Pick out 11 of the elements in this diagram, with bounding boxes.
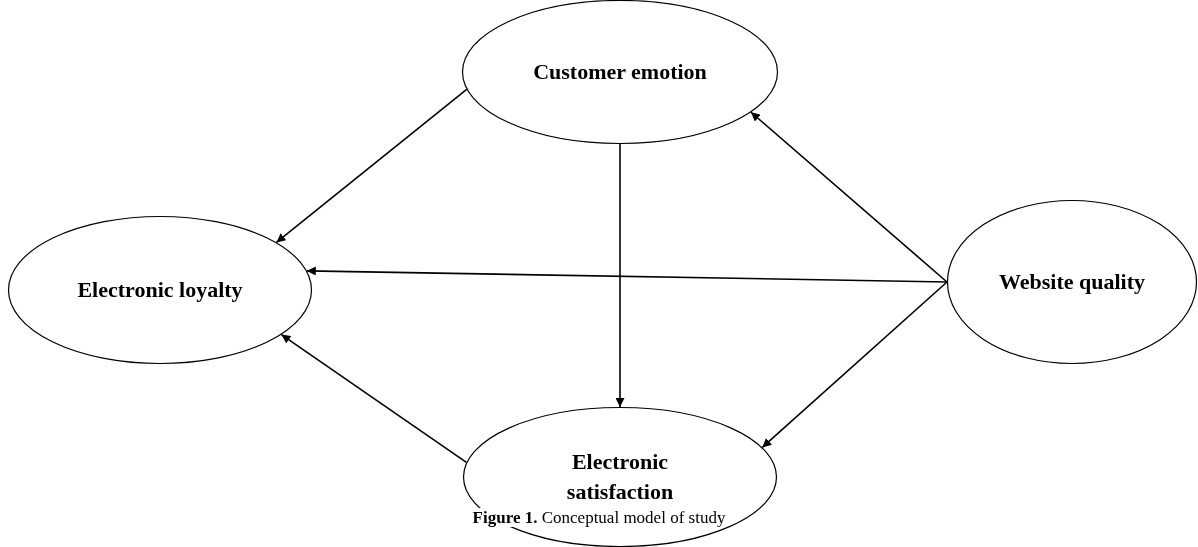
arrow — [615, 143, 625, 408]
arrow — [750, 111, 948, 283]
concept-label: Electronic satisfaction — [565, 448, 675, 506]
arrow — [306, 266, 948, 283]
arrow — [275, 88, 468, 244]
concept-label: Website quality — [997, 268, 1147, 297]
arrow — [761, 281, 948, 449]
figure-caption: Figure 1. Conceptual model of study — [470, 508, 728, 527]
concept-label: Electronic loyalty — [76, 276, 244, 305]
concept-label: Customer emotion — [532, 58, 708, 87]
arrow — [280, 333, 468, 464]
